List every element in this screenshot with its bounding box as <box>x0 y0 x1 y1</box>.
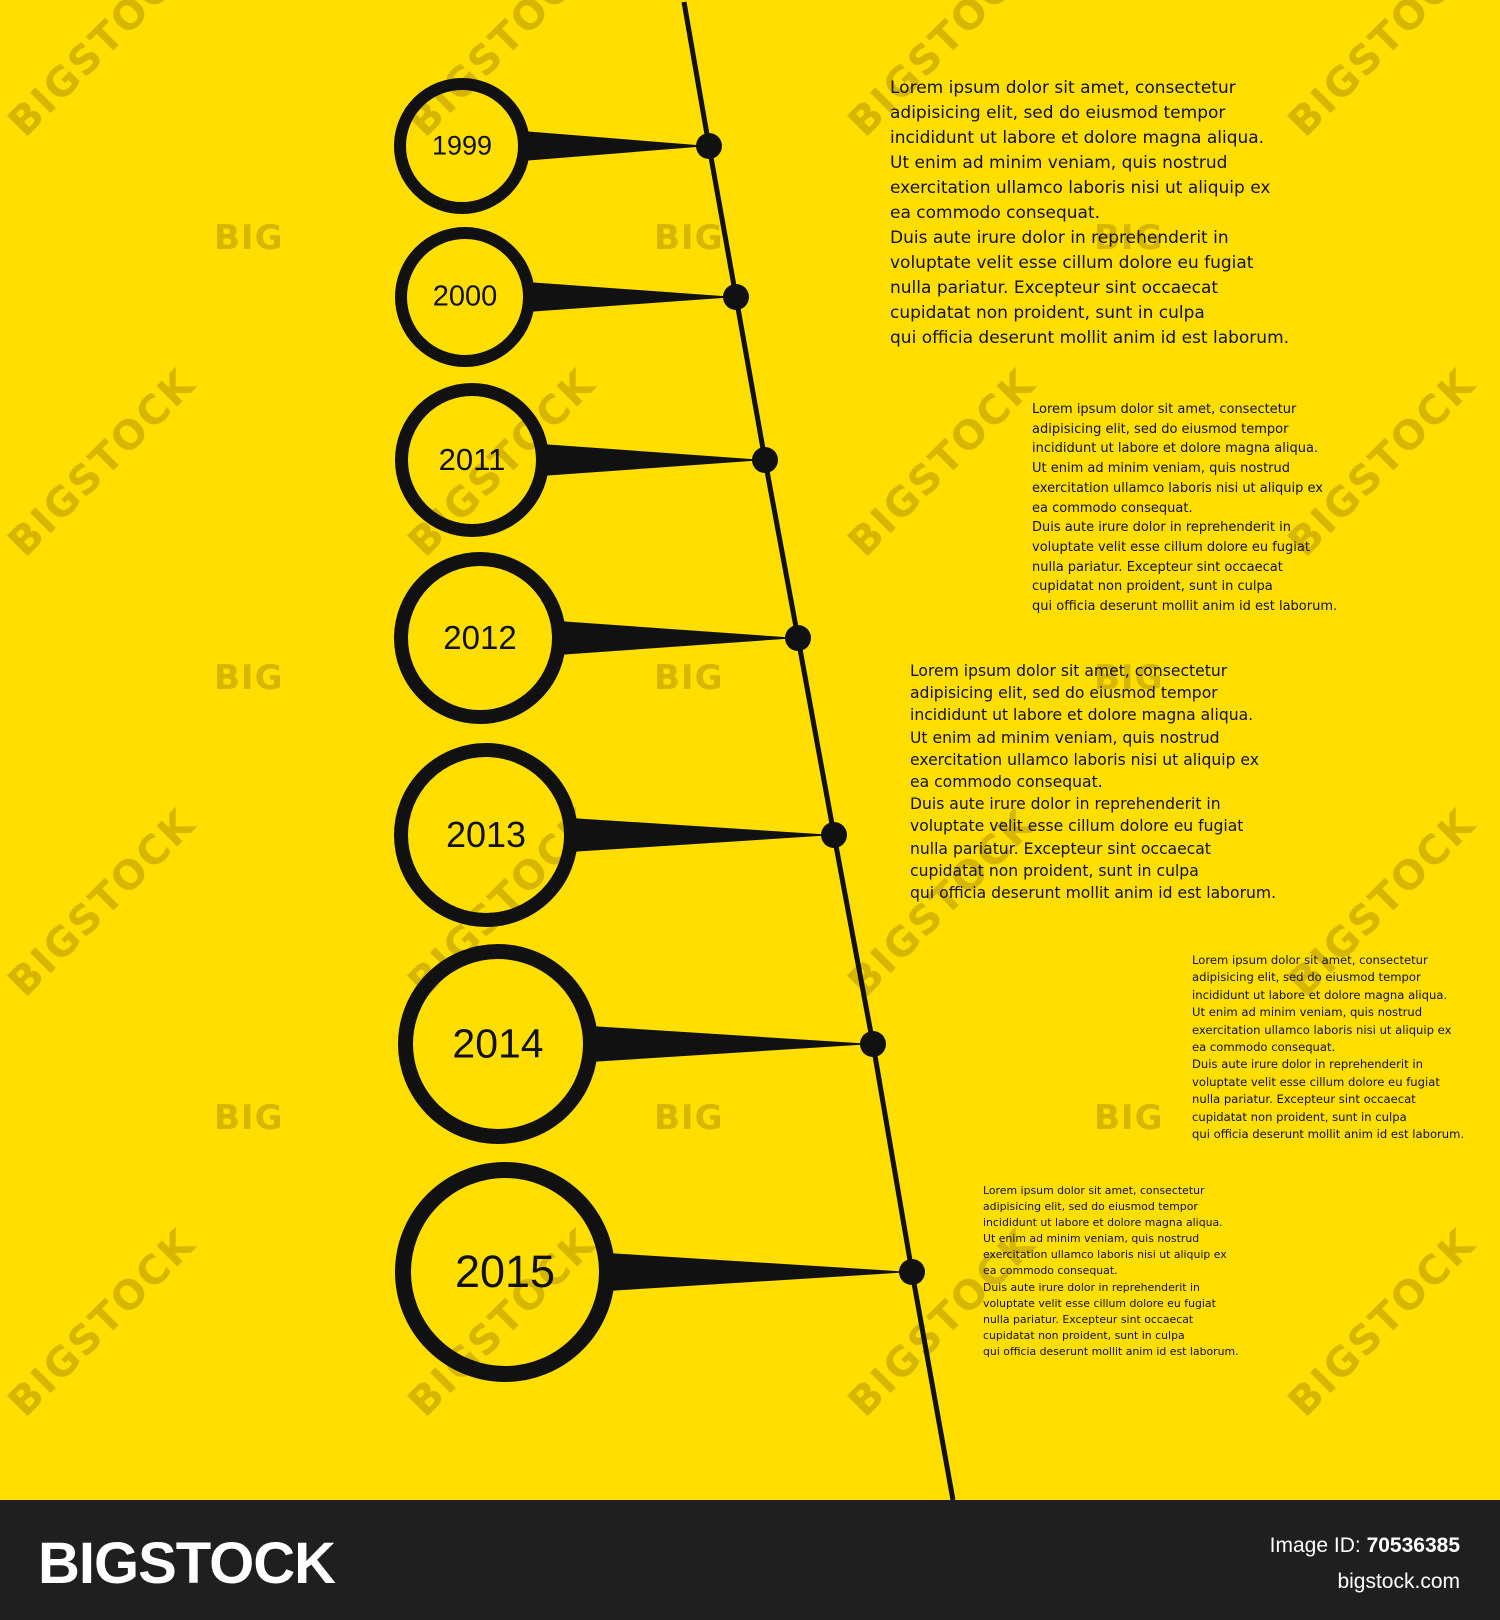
bigstock-logo: BIGSTOCK <box>38 1531 336 1596</box>
milestone-circle <box>394 743 578 927</box>
description-text-5: Lorem ipsum dolor sit amet, consectetur … <box>983 1184 1239 1358</box>
timeline-graphic <box>394 1 956 1500</box>
description-text-4: Lorem ipsum dolor sit amet, consectetur … <box>1192 953 1465 1142</box>
timeline-node-dot <box>785 625 811 651</box>
timeline-node-dot <box>821 822 847 848</box>
year-label-2014: 2014 <box>452 1020 544 1067</box>
year-label-2000: 2000 <box>432 280 498 313</box>
milestone-pointer <box>590 1026 873 1062</box>
timeline-node-dot <box>752 447 778 473</box>
watermark-big: BIG <box>214 658 284 698</box>
milestone-pointer <box>570 818 834 852</box>
description-text-3: Lorem ipsum dolor sit amet, consectetur … <box>910 662 1277 903</box>
stock-footer-bar: BIGSTOCK Image ID: 70536385 bigstock.com <box>0 1500 1500 1620</box>
watermark-big: BIG <box>654 218 724 258</box>
description-text-1: Lorem ipsum dolor sit amet, consectetur … <box>890 78 1290 348</box>
image-id-label: Image ID: <box>1269 1534 1361 1557</box>
year-label-2012: 2012 <box>443 619 517 656</box>
watermark-big: BIG <box>1094 218 1164 258</box>
milestone-circle <box>394 78 530 214</box>
year-label-2013: 2013 <box>445 814 527 855</box>
site-url: bigstock.com <box>1337 1570 1460 1593</box>
watermark-big: BIG <box>1094 1098 1164 1138</box>
milestone-circle <box>398 944 598 1144</box>
milestone-pointer <box>558 621 798 655</box>
milestone-circle <box>395 227 535 367</box>
milestone-pointer <box>527 282 736 312</box>
watermark-big: BIG <box>654 658 724 698</box>
image-id-line: Image ID: 70536385 <box>1270 1534 1460 1558</box>
timeline-node-dot <box>860 1031 886 1057</box>
year-label-2015: 2015 <box>454 1246 556 1297</box>
watermark-big: BIG <box>1094 658 1164 698</box>
watermark-big: BIG <box>214 1098 284 1138</box>
watermark-big: BIG <box>654 1098 724 1138</box>
watermark-big: BIG <box>214 218 284 258</box>
milestone-pointer <box>522 131 709 161</box>
image-id-value: 70536385 <box>1366 1534 1460 1557</box>
year-label-1999: 1999 <box>431 130 493 161</box>
milestone-circle <box>395 1162 615 1382</box>
timeline-node-dot <box>899 1259 925 1285</box>
year-label-2011: 2011 <box>438 442 506 477</box>
timeline-node-dot <box>696 133 722 159</box>
description-text-2: Lorem ipsum dolor sit amet, consectetur … <box>1032 402 1338 615</box>
milestone-circle <box>395 383 549 537</box>
milestone-circle <box>394 552 566 724</box>
milestone-pointer <box>607 1253 912 1291</box>
milestone-pointer <box>541 444 765 476</box>
timeline-node-dot <box>723 284 749 310</box>
